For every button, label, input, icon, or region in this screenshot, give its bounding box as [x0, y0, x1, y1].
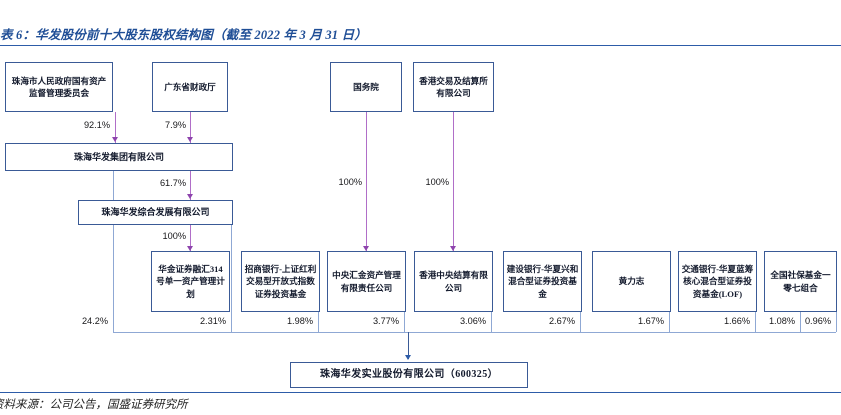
droplink-hk-clearing	[580, 312, 581, 332]
arrow-finance-to-group	[186, 137, 193, 142]
droplink-huang-lizhi	[755, 312, 756, 332]
node-ccb-fund: 建设银行-华夏兴和混合型证券投资基金	[503, 251, 582, 312]
arrow-council-to-huijin	[362, 246, 369, 251]
connector-sasac-to-group	[115, 112, 116, 143]
node-hk-clearing: 香港中央结算有限公司	[414, 251, 493, 312]
stake-pct-huajin-plan: 1.98%	[286, 316, 313, 326]
node-bocom-fund: 交通银行-华夏蓝筹核心混合型证券投资基金(LOF)	[678, 251, 757, 312]
node-guangdong-finance: 广东省财政厅	[152, 62, 228, 112]
source-note: 资料来源：公司公告，国盛证券研究所	[0, 399, 188, 411]
collector-bus	[113, 332, 836, 333]
stake-pct-ccb-fund: 1.67%	[637, 316, 664, 326]
pct-finance-to-group: 7.9%	[165, 120, 186, 130]
stake-pct-huafa-group: 24.2%	[81, 316, 108, 326]
node-ssf-107: 全国社保基金一零七组合	[764, 251, 837, 312]
droplink-ssf-107	[836, 312, 837, 332]
droplink-central-huijin	[491, 312, 492, 332]
node-huang-lizhi: 黄力志	[592, 251, 671, 312]
stake-pct-ssf-107: 0.96%	[804, 316, 831, 326]
connector-comprehensive-to-huajin	[190, 225, 191, 251]
connector-group-to-comprehensive	[190, 171, 191, 200]
connector-bus-to-listed-company	[408, 332, 409, 359]
pct-hkex-to-clearing: 100%	[425, 177, 450, 187]
node-listed-company: 珠海华发实业股份有限公司（600325）	[290, 362, 528, 388]
header-divider	[0, 45, 841, 46]
droplink-huafa-comprehensive	[231, 225, 232, 332]
node-huafa-group: 珠海华发集团有限公司	[5, 143, 233, 171]
figure-title: 表 6：华发股份前十大股东股权结构图（截至 2022 年 3 月 31 日）	[0, 28, 367, 42]
droplink-bocom-fund	[800, 312, 801, 332]
node-hkex: 香港交易及结算所有限公司	[413, 62, 494, 112]
pct-comprehensive-to-huajin: 100%	[162, 231, 187, 241]
droplink-ccb-fund	[669, 312, 670, 332]
stake-pct-cmb-fund: 3.77%	[372, 316, 399, 326]
connector-hkex-to-clearing	[453, 112, 454, 251]
arrow-sasac-to-group	[111, 137, 118, 142]
node-central-huijin: 中央汇金资产管理有限责任公司	[327, 251, 406, 312]
node-zhuhai-sasac: 珠海市人民政府国有资产监督管理委员会	[5, 62, 113, 112]
connector-finance-to-group-2	[190, 112, 191, 143]
node-state-council: 国务院	[330, 62, 402, 112]
droplink-huajin-plan	[318, 312, 319, 332]
node-cmb-fund: 招商银行-上证红利交易型开放式指数证券投资基金	[241, 251, 320, 312]
stake-pct-bocom-fund: 1.08%	[768, 316, 795, 326]
pct-group-to-comprehensive: 61.7%	[159, 178, 186, 188]
node-huafa-comprehensive: 珠海华发综合发展有限公司	[78, 200, 233, 225]
arrow-bus-to-listed-company	[404, 355, 411, 360]
connector-council-to-huijin	[366, 112, 367, 251]
stake-pct-hk-clearing: 2.67%	[548, 316, 575, 326]
stake-pct-huang-lizhi: 1.66%	[723, 316, 750, 326]
pct-sasac-to-group: 92.1%	[83, 120, 110, 130]
stake-pct-huafa-comprehensive: 2.31%	[199, 316, 226, 326]
droplink-huafa-group	[113, 171, 114, 332]
arrow-hkex-to-clearing	[449, 246, 456, 251]
droplink-cmb-fund	[404, 312, 405, 332]
stake-pct-central-huijin: 3.06%	[459, 316, 486, 326]
arrow-group-to-comprehensive	[186, 194, 193, 199]
pct-council-to-huijin: 100%	[338, 177, 363, 187]
node-huajin-plan: 华金证券融汇314号单一资产管理计划	[151, 251, 230, 312]
footer-divider	[0, 392, 841, 393]
arrow-comprehensive-to-huajin	[186, 246, 193, 251]
